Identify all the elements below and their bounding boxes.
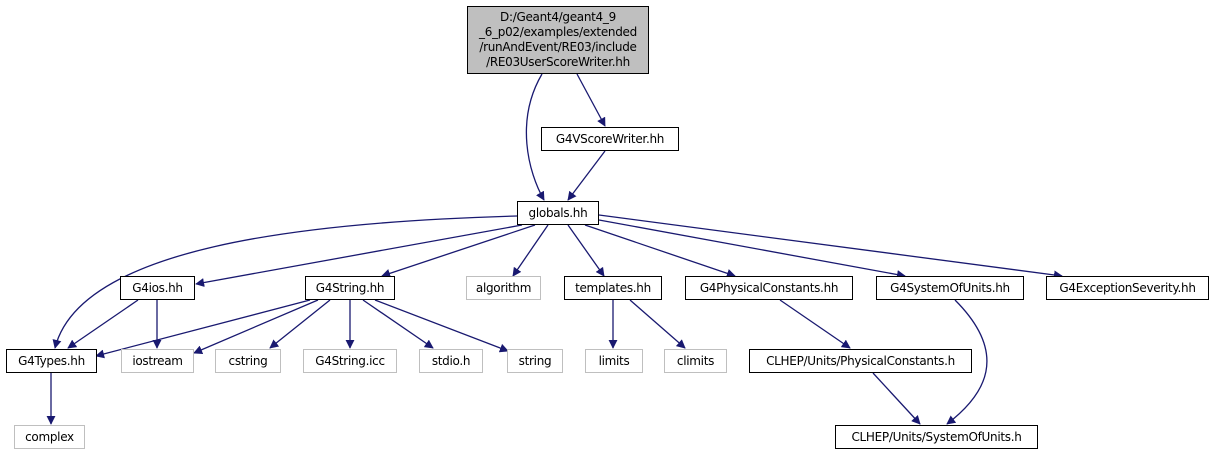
- node-g4string-icc[interactable]: G4String.icc: [303, 349, 397, 373]
- edge-globals-to-g4systemofunits: [598, 219, 906, 279]
- edge-templates-to-climits: [629, 299, 686, 349]
- edge-clhep-physicalconstants-to-clhep-systemofunits: [872, 372, 921, 425]
- node-g4string[interactable]: G4String.hh: [305, 276, 395, 300]
- edge-g4string-to-g4types: [95, 299, 311, 359]
- edge-globals-to-g4types: [52, 215, 518, 349]
- edge-g4physicalconstants-to-clhep-physicalconstants: [779, 299, 851, 349]
- edge-g4string-to-string: [374, 299, 509, 353]
- node-g4types[interactable]: G4Types.hh: [6, 349, 97, 373]
- node-algorithm[interactable]: algorithm: [466, 276, 541, 300]
- edge-globals-to-algorithm: [512, 224, 549, 277]
- edge-g4string-to-iostream: [193, 299, 319, 354]
- node-globals[interactable]: globals.hh: [517, 201, 599, 225]
- edge-root-to-g4vscorewriter: [576, 73, 606, 127]
- node-climits[interactable]: climits: [664, 349, 727, 373]
- node-root-file[interactable]: D:/Geant4/geant4_9 _6_p02/examples/exten…: [467, 6, 649, 74]
- edge-g4systemofunits-to-clhep-systemofunits: [946, 299, 988, 425]
- root-path-line-4: /RE03UserScoreWriter.hh: [486, 55, 630, 69]
- root-path-line-3: /runAndEvent/RE03/include: [479, 40, 637, 54]
- edge-globals-to-g4ios: [195, 224, 523, 287]
- root-path-line-2: _6_p02/examples/extended: [479, 25, 637, 39]
- node-g4ios[interactable]: G4ios.hh: [120, 276, 195, 300]
- edge-g4vscorewriter-to-globals: [567, 150, 606, 201]
- edge-g4string-to-cstring: [269, 299, 331, 349]
- edge-g4string-to-stdio-h: [362, 299, 434, 349]
- edge-globals-to-templates: [567, 224, 605, 277]
- node-g4exceptionseverity[interactable]: G4ExceptionSeverity.hh: [1046, 276, 1209, 300]
- node-clhep-physicalconstants[interactable]: CLHEP/Units/PhysicalConstants.h: [749, 349, 972, 373]
- node-templates[interactable]: templates.hh: [564, 276, 662, 300]
- node-complex[interactable]: complex: [14, 425, 85, 449]
- node-cstring[interactable]: cstring: [215, 349, 281, 373]
- node-string[interactable]: string: [507, 349, 563, 373]
- edge-globals-to-g4exceptionseverity: [598, 214, 1063, 280]
- edge-root-to-globals: [525, 73, 545, 201]
- node-g4vscorewriter[interactable]: G4VScoreWriter.hh: [541, 127, 679, 151]
- node-g4systemofunits[interactable]: G4SystemOfUnits.hh: [876, 276, 1024, 300]
- node-g4physicalconstants[interactable]: G4PhysicalConstants.hh: [685, 276, 853, 300]
- edge-g4ios-to-g4types: [67, 299, 139, 349]
- node-clhep-systemofunits[interactable]: CLHEP/Units/SystemOfUnits.h: [835, 425, 1038, 449]
- node-limits[interactable]: limits: [585, 349, 643, 373]
- root-path-line-1: D:/Geant4/geant4_9: [500, 10, 616, 24]
- edge-globals-to-g4physicalconstants: [584, 224, 736, 278]
- node-iostream[interactable]: iostream: [121, 349, 194, 373]
- edge-globals-to-g4string: [381, 224, 536, 278]
- node-stdio-h[interactable]: stdio.h: [419, 349, 483, 373]
